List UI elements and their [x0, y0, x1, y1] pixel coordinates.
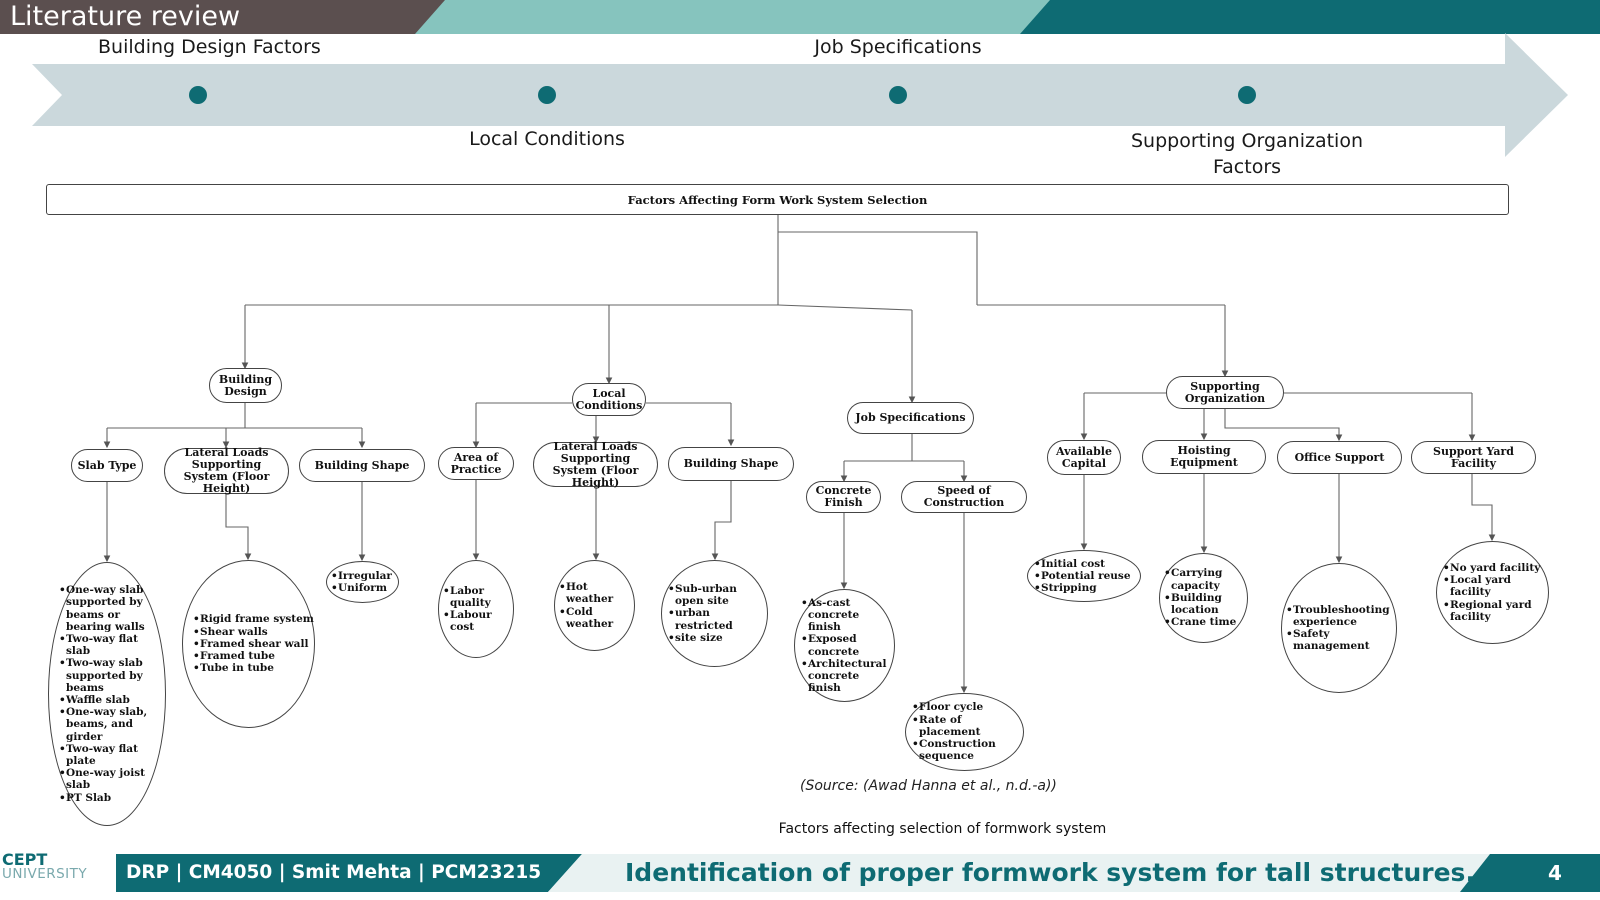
cept-logo: CEPT UNIVERSITY — [2, 852, 114, 898]
leaf-item: No yard facility — [1443, 562, 1548, 574]
leaf-item: Shear walls — [193, 626, 314, 638]
factor-support-yard-facility: Support Yard Facility — [1411, 441, 1536, 474]
category-supporting-organization: Supporting Organization — [1166, 376, 1284, 409]
leaf-item: Building location — [1164, 592, 1247, 616]
title-band — [0, 0, 1600, 34]
category-job-specifications: Job Specifications — [847, 402, 974, 434]
leaf-item: Uniform — [331, 582, 392, 594]
leaf-item: One-way slab supported by beams or beari… — [59, 584, 165, 633]
factor-area-of-practice: Area of Practice — [438, 447, 514, 480]
leaf-item: Crane time — [1164, 616, 1247, 628]
leaf-item: Local yard facility — [1443, 574, 1548, 598]
leaf-building-shape-building-design: Irregular Uniform — [326, 561, 399, 603]
leaf-support-yard-facility: No yard facility Local yard facility Reg… — [1436, 541, 1549, 644]
course-info: DRP | CM4050 | Smit Mehta | PCM23215 — [126, 862, 542, 883]
figure-caption: Factors affecting selection of formwork … — [778, 821, 1107, 837]
diagram-root: Factors Affecting Form Work System Selec… — [46, 184, 1509, 215]
leaf-item: Exposed concrete — [801, 633, 894, 657]
factor-speed-of-construction: Speed of Construction — [901, 481, 1027, 513]
factor-building-shape-local-conditions: Building Shape — [668, 447, 794, 481]
factor-slab-type: Slab Type — [71, 449, 143, 482]
cept-logo-line1: CEPT — [2, 850, 48, 869]
project-title: Identification of proper formwork system… — [625, 858, 1475, 887]
factor-office-support: Office Support — [1277, 441, 1402, 474]
leaf-office-support: Troubleshooting experience Safety manage… — [1281, 563, 1397, 693]
leaf-item: Regional yard facility — [1443, 599, 1548, 623]
factor-hoisting-equipment: Hoisting Equipment — [1142, 440, 1266, 474]
source-caption: (Source: (Awad Hanna et al., n.d.-a)) — [800, 778, 1057, 794]
leaf-lateral-loads-building-design: Rigid frame system Shear walls Framed sh… — [182, 560, 315, 728]
leaf-item: Labour cost — [443, 609, 513, 633]
leaf-item: One-way joist slab — [59, 767, 165, 791]
leaf-item: Labor quality — [443, 585, 513, 609]
category-building-design: Building Design — [209, 368, 282, 403]
category-local-conditions: Local Conditions — [572, 383, 646, 416]
leaf-item: Waffle slab — [59, 694, 165, 706]
leaf-item: Cold weather — [559, 606, 634, 630]
leaf-item: Safety management — [1286, 628, 1396, 652]
leaf-available-capital: Initial cost Potential reuse Stripping — [1027, 550, 1141, 602]
leaf-item: Carrying capacity — [1164, 567, 1247, 591]
leaf-item: Two-way flat slab — [59, 633, 165, 657]
leaf-speed-of-construction: Floor cycle Rate of placement Constructi… — [905, 693, 1024, 771]
leaf-item: Irregular — [331, 570, 392, 582]
timeline-label-local-conditions: Local Conditions — [469, 128, 625, 150]
timeline-dot — [1238, 86, 1256, 104]
leaf-item: Potential reuse — [1034, 570, 1131, 582]
leaf-item: Rigid frame system — [193, 613, 314, 625]
factor-available-capital: Available Capital — [1047, 440, 1121, 475]
leaf-lateral-loads-local-conditions: Hot weather Cold weather — [554, 560, 635, 651]
factor-lateral-loads-building-design: Lateral Loads Supporting System (Floor H… — [164, 447, 289, 495]
leaf-item: site size — [668, 632, 767, 644]
leaf-item: Stripping — [1034, 582, 1131, 594]
leaf-hoisting-equipment: Carrying capacity Building location Cran… — [1159, 553, 1248, 643]
leaf-item: Hot weather — [559, 581, 634, 605]
leaf-item: Initial cost — [1034, 558, 1131, 570]
timeline-dot — [189, 86, 207, 104]
factor-concrete-finish: Concrete Finish — [806, 481, 881, 513]
leaf-item: Construction sequence — [912, 738, 1023, 762]
timeline-dot — [889, 86, 907, 104]
leaf-area-of-practice: Labor quality Labour cost — [438, 560, 514, 658]
page-number: 4 — [1548, 861, 1562, 885]
timeline-arrow — [32, 33, 1568, 157]
leaf-slab-type: One-way slab supported by beams or beari… — [48, 562, 166, 826]
leaf-item: Rate of placement — [912, 714, 1023, 738]
cept-logo-line2: UNIVERSITY — [2, 866, 88, 882]
factor-building-shape-building-design: Building Shape — [299, 449, 425, 482]
leaf-item: Framed tube — [193, 650, 314, 662]
leaf-item: Floor cycle — [912, 701, 1023, 713]
timeline-label-job-specifications: Job Specifications — [814, 36, 982, 58]
slide-title: Literature review — [10, 1, 241, 32]
footer-band — [116, 854, 1600, 892]
leaf-item: Sub-urban open site — [668, 583, 767, 607]
leaf-item: Architectural concrete finish — [801, 658, 894, 695]
leaf-item: Tube in tube — [193, 662, 314, 674]
timeline-label-building-design: Building Design Factors — [98, 36, 321, 58]
leaf-item: One-way slab, beams, and girder — [59, 706, 165, 743]
leaf-item: Two-way slab supported by beams — [59, 657, 165, 694]
leaf-item: urban restricted — [668, 607, 767, 631]
leaf-item: Troubleshooting experience — [1286, 604, 1396, 628]
leaf-concrete-finish: As-cast concrete finish Exposed concrete… — [794, 589, 895, 702]
timeline-label-supporting-organization: Supporting Organization Factors — [1131, 130, 1363, 178]
leaf-item: Framed shear wall — [193, 638, 314, 650]
leaf-item: Two-way flat plate — [59, 743, 165, 767]
factor-lateral-loads-local-conditions: Lateral Loads Supporting System (Floor H… — [533, 440, 658, 488]
leaf-item: PT Slab — [59, 792, 165, 804]
timeline-dot — [538, 86, 556, 104]
leaf-item: As-cast concrete finish — [801, 597, 894, 634]
leaf-building-shape-local-conditions: Sub-urban open site urban restricted sit… — [661, 560, 768, 667]
